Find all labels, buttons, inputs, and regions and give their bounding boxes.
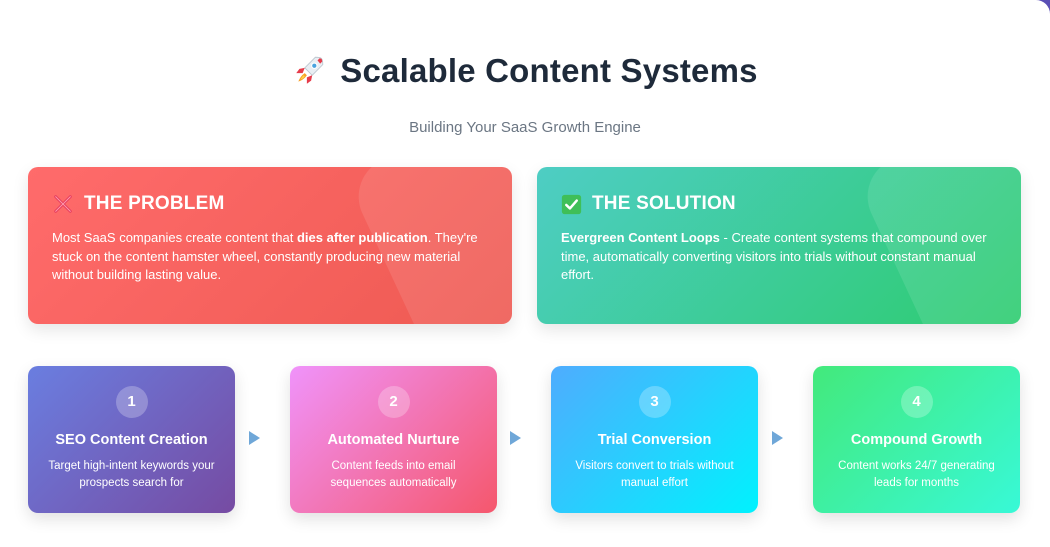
solution-heading-text: THE SOLUTION — [592, 193, 736, 214]
solution-body-end: - Create content systems that compound o… — [561, 230, 987, 282]
triangle-right-icon — [772, 431, 783, 445]
step-description: Content feeds into email sequences autom… — [330, 460, 457, 489]
step-number-badge: 4 — [900, 386, 933, 418]
step-description: Visitors convert to trials without manua… — [575, 460, 734, 489]
solution-body-emphasis: Evergreen Content Loops — [561, 230, 720, 245]
solution-body: Evergreen Content Loops - Create content… — [561, 229, 997, 285]
problem-card: THE PROBLEM Most SaaS companies create c… — [28, 167, 512, 324]
step-card-2: 2 Automated Nurture Content feeds into e… — [290, 366, 497, 513]
problem-body-start: Most SaaS companies create content that — [52, 230, 297, 245]
step-card-4: 4 Compound Growth Content works 24/7 gen… — [813, 366, 1020, 513]
solution-card: THE SOLUTION Evergreen Content Loops - C… — [537, 167, 1021, 324]
step-description: Content works 24/7 generating leads for … — [838, 460, 995, 489]
step-description: Target high-intent keywords your prospec… — [48, 460, 215, 489]
step-number-badge: 1 — [115, 386, 148, 418]
problem-heading: THE PROBLEM — [52, 193, 488, 215]
step-number-badge: 2 — [377, 386, 410, 418]
step-title: SEO Content Creation — [55, 432, 208, 448]
page-title-text: Scalable Content Systems — [340, 52, 758, 89]
corner-accent — [1036, 0, 1050, 14]
header: Scalable Content Systems Building Your S… — [0, 52, 1050, 136]
step-title: Trial Conversion — [597, 432, 712, 448]
step-card-1: 1 SEO Content Creation Target high-inten… — [28, 366, 235, 513]
step-card-3: 3 Trial Conversion Visitors convert to t… — [551, 366, 758, 513]
step-title: Compound Growth — [850, 432, 983, 448]
check-mark-icon — [561, 194, 582, 214]
problem-body-emphasis: dies after publication — [296, 230, 428, 245]
page-subtitle: Building Your SaaS Growth Engine — [409, 119, 641, 136]
cross-mark-icon — [54, 195, 72, 213]
solution-heading: THE SOLUTION — [561, 193, 997, 215]
problem-body: Most SaaS companies create content that … — [52, 229, 488, 285]
page-title: Scalable Content Systems — [292, 52, 758, 90]
problem-body-end: . They're stuck on the content hamster w… — [52, 230, 478, 282]
step-number-badge: 3 — [638, 386, 671, 418]
step-title: Automated Nurture — [327, 432, 460, 448]
triangle-right-icon — [249, 431, 260, 445]
triangle-right-icon — [510, 431, 521, 445]
problem-heading-text: THE PROBLEM — [84, 193, 225, 214]
rocket-icon — [296, 56, 324, 84]
